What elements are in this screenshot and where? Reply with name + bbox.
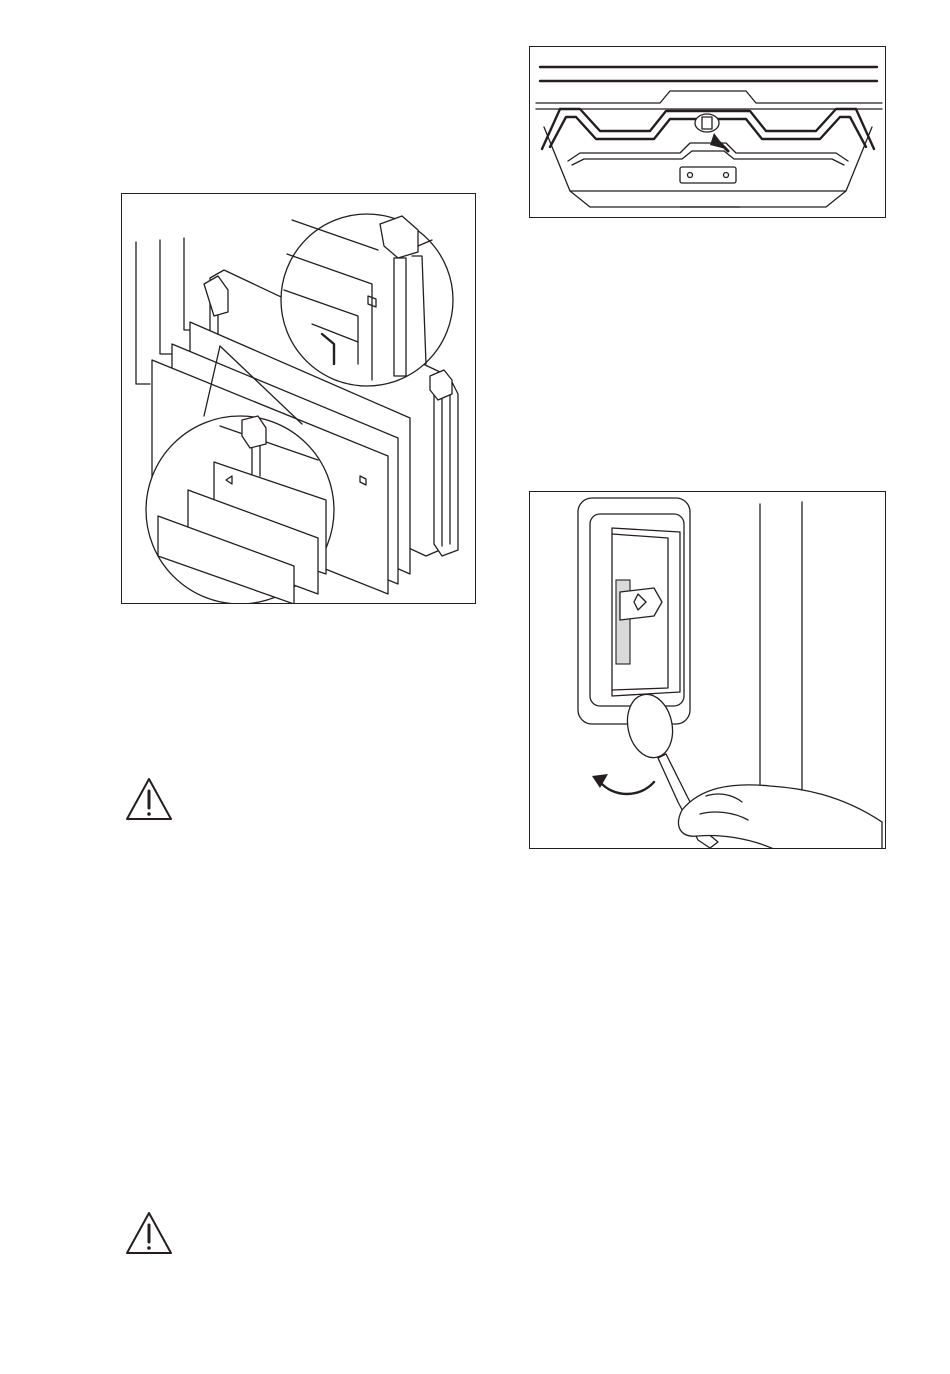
oven-lamp-rail-illustration [529, 46, 886, 218]
lamp-cover-spoon-illustration [529, 491, 886, 849]
warning-triangle-icon [124, 1210, 174, 1256]
warning-triangle-icon [124, 776, 174, 822]
door-glass-panels-illustration [121, 193, 476, 604]
